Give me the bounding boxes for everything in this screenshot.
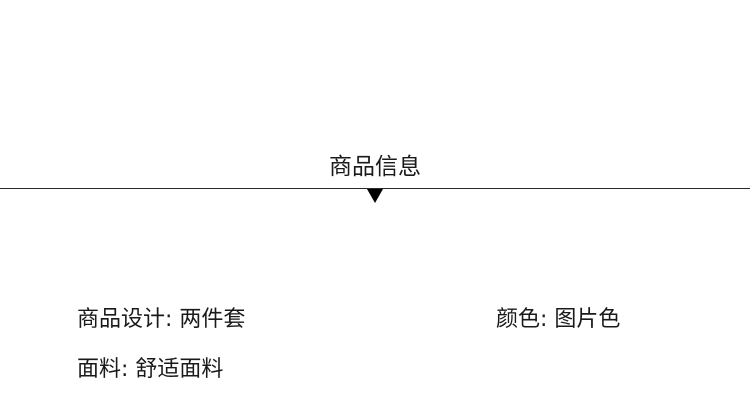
section-title: 商品信息 [329, 154, 421, 180]
field-fabric-value: 舒适面料 [135, 357, 224, 382]
field-color-label: 颜色: [496, 307, 548, 332]
field-fabric-label: 面料: [77, 357, 129, 382]
field-color-value: 图片色 [554, 307, 621, 332]
field-fabric: 面料: 舒适面料 [77, 354, 223, 386]
section-divider [0, 188, 750, 189]
field-design-label: 商品设计: [77, 307, 173, 332]
field-design-value: 两件套 [179, 307, 246, 332]
triangle-down-icon [367, 189, 383, 203]
field-design: 商品设计: 两件套 [77, 304, 245, 336]
field-color: 颜色: 图片色 [496, 304, 620, 336]
